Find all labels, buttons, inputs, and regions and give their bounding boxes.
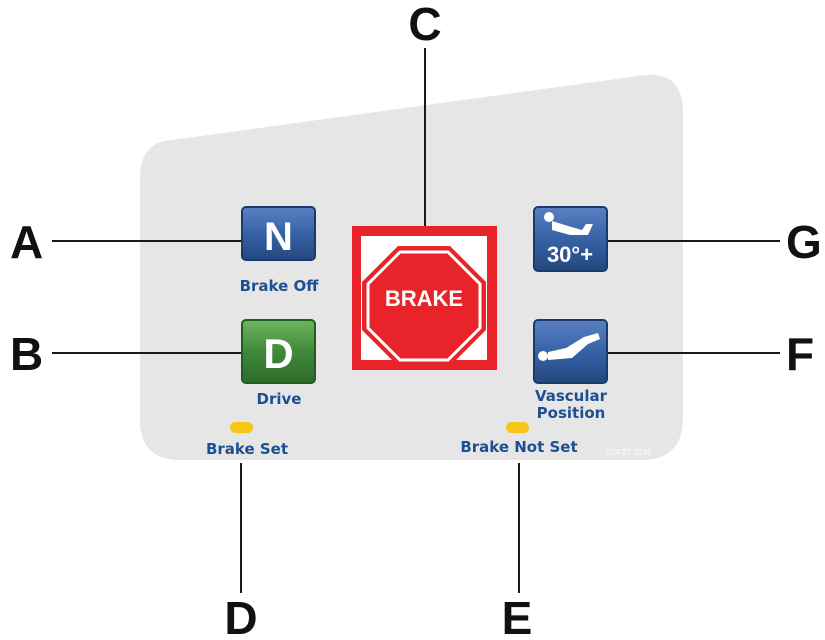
callout-d: D: [224, 592, 257, 640]
neutral-button[interactable]: N: [241, 206, 316, 261]
brake-not-set-label: Brake Not Set: [460, 438, 577, 456]
callout-a: A: [10, 216, 43, 268]
callout-g: G: [786, 216, 822, 268]
brake-not-set-led: [506, 422, 529, 433]
leader-lines: [52, 48, 780, 593]
drive-label: Drive: [257, 390, 302, 408]
stop-sign-icon: [362, 246, 486, 366]
vascular-label-line1: Vascular: [535, 387, 608, 405]
drive-button[interactable]: D: [241, 319, 316, 384]
panel-code: GDF27-2239: [605, 448, 652, 457]
brake-set-label: Brake Set: [206, 440, 288, 458]
reclined-patient-icon: [544, 212, 593, 235]
tilt-30-button[interactable]: 30°+: [533, 206, 608, 272]
brake-set-led: [230, 422, 253, 433]
vascular-position-button[interactable]: [533, 319, 608, 384]
callout-b: B: [10, 328, 43, 380]
callout-f: F: [786, 328, 814, 380]
brake-off-label: Brake Off: [240, 277, 320, 295]
drive-button-glyph: D: [263, 330, 293, 377]
vascular-position-icon: [538, 333, 600, 361]
neutral-button-glyph: N: [264, 215, 293, 259]
callout-c: C: [408, 0, 441, 50]
callout-e: E: [502, 592, 533, 640]
brake-button[interactable]: BRAKE: [352, 226, 497, 370]
vascular-label-line2: Position: [537, 404, 606, 422]
brake-sign-text: BRAKE: [385, 286, 463, 311]
tilt-30-glyph: 30°+: [547, 242, 593, 267]
